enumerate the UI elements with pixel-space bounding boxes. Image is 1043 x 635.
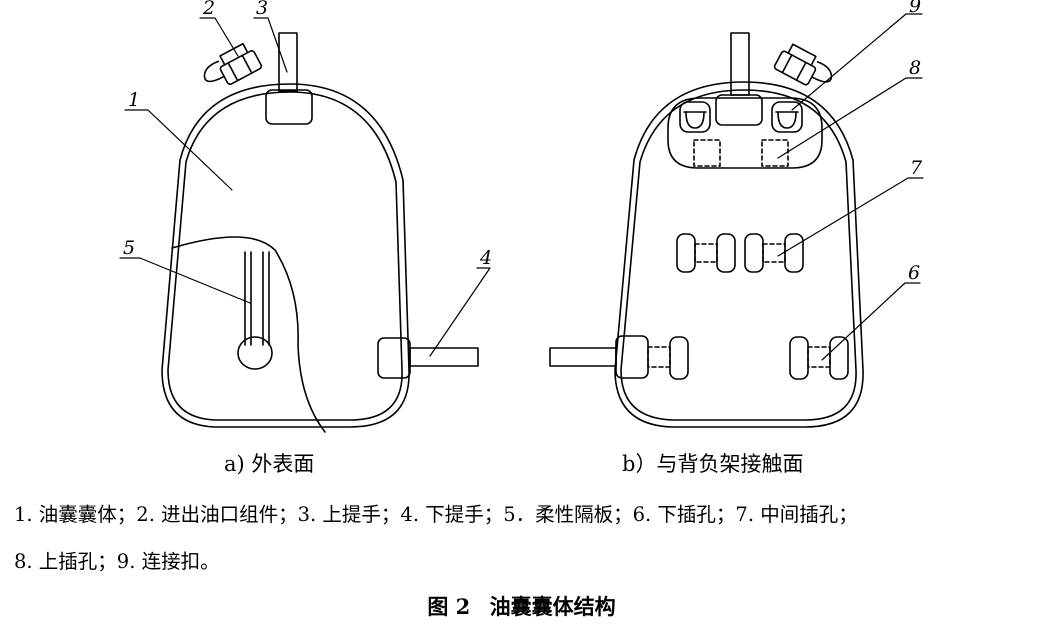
legend-line-2: 8. 上插孔；9. 连接扣。 [14, 550, 220, 573]
leader-5 [119, 257, 251, 304]
back-lower-handle-bar [549, 347, 617, 367]
contact-surface-view [549, 13, 924, 428]
upper-insertion-hole-left [693, 139, 721, 167]
callout-4: 4 [479, 247, 492, 269]
subcaption-outer-surface: a) 外表面 [224, 452, 315, 476]
inlet-outlet-assembly [203, 42, 263, 86]
upper-handle-stem [278, 32, 298, 92]
back-upper-handle-stem [730, 32, 750, 96]
connecting-buckle-left [679, 101, 711, 133]
callout-8: 8 [909, 57, 921, 79]
leader-7 [777, 177, 924, 257]
callout-1: 1 [128, 89, 140, 111]
bladder-body-inner-outline [167, 91, 403, 421]
leader-1 [124, 109, 233, 191]
connecting-buckle-right [771, 101, 803, 133]
lower-insertion-hole-left [647, 336, 689, 380]
back-upper-handle-pad [715, 94, 763, 126]
subcaption-contact-surface: b）与背负架接触面 [622, 452, 804, 476]
bladder-back-outline [614, 81, 864, 428]
callout-9: 9 [909, 0, 921, 17]
upper-handle-pad [265, 89, 313, 125]
leader-4 [429, 267, 491, 357]
callout-3: 3 [256, 0, 268, 19]
legend-line-1: 1. 油囊囊体；2. 进出油口组件；3. 上提手；4. 下提手；5．柔性隔板；6… [14, 503, 858, 526]
lower-handle-pad [377, 337, 411, 379]
leader-9 [791, 13, 923, 111]
flexible-partition-base [237, 336, 273, 370]
bladder-body-outline [161, 83, 410, 428]
outer-surface-view [119, 17, 491, 433]
leader-6 [821, 282, 921, 361]
leader-2 [199, 17, 239, 57]
flexible-partition-curve [171, 236, 326, 433]
flexible-partition-slot [244, 251, 270, 346]
figure-number: 图 2 [427, 594, 471, 619]
upper-insertion-plate [667, 97, 823, 169]
callout-6: 6 [908, 262, 920, 284]
leader-8 [777, 77, 923, 159]
figure-title: 图 2 油囊囊体结构 [0, 591, 1043, 621]
upper-insertion-hole-right [761, 139, 789, 167]
lower-handle-bar [409, 347, 479, 367]
back-inlet-outlet-assembly [773, 43, 833, 86]
callout-7: 7 [910, 157, 923, 179]
leader-3 [253, 17, 288, 73]
figure-title-text: 油囊囊体结构 [489, 594, 616, 619]
bladder-back-inner-outline [620, 89, 857, 421]
lower-insertion-hole-right [789, 336, 849, 380]
callout-2: 2 [202, 0, 215, 19]
middle-insertion-hole-right [744, 233, 804, 273]
callout-5: 5 [123, 237, 135, 259]
oil-bladder-structure-diagram: 1 2 3 4 5 6 7 8 9 [119, 0, 924, 433]
middle-insertion-hole-left [676, 233, 736, 273]
